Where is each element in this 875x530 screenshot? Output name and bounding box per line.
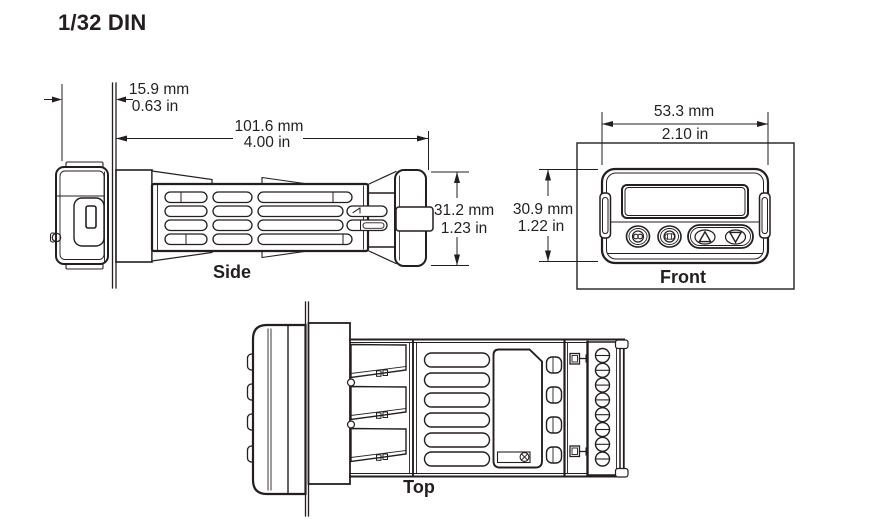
arrowhead-up-icon xyxy=(454,172,460,183)
top-bezel xyxy=(246,323,307,496)
arrowhead-down-icon xyxy=(454,254,460,266)
arrowhead-down-icon xyxy=(545,250,551,262)
top-view-label: Top xyxy=(403,477,435,497)
up-arrow-icon xyxy=(698,230,712,243)
down-arrow-icon xyxy=(728,231,743,244)
clamp-screw-top xyxy=(569,352,590,365)
dim-front-width xyxy=(601,112,769,165)
side-bezel xyxy=(49,161,109,270)
front-view xyxy=(576,142,795,290)
screw-terminals xyxy=(594,347,611,467)
advance-key xyxy=(657,225,682,248)
dim-rear-height-in: 1.23 in xyxy=(441,220,488,237)
dim-body-length-mm: 101.6 mm xyxy=(235,118,304,135)
top-vent-slots xyxy=(423,352,491,467)
page-title: 1/32 DIN xyxy=(58,10,146,35)
infinity-key-icon xyxy=(633,233,643,240)
side-view-label: Side xyxy=(213,262,251,282)
dim-front-height xyxy=(539,169,598,262)
up-arrow-key xyxy=(694,229,716,245)
side-dimensions xyxy=(44,84,469,266)
mounting-tab-top xyxy=(151,170,213,185)
dim-rear-height xyxy=(431,171,469,266)
dim-bezel-depth-in: 0.63 in xyxy=(132,98,179,115)
label-plate xyxy=(492,348,543,469)
arrowhead-up-icon xyxy=(545,169,551,181)
side-rear-flange xyxy=(115,169,153,263)
infinity-key xyxy=(625,225,651,248)
dim-rear-height-mm: 31.2 mm xyxy=(434,202,494,219)
dim-body-length xyxy=(116,131,429,170)
side-screw-icon xyxy=(49,232,57,243)
front-dimensions xyxy=(539,112,769,262)
arrowhead-right-icon xyxy=(417,135,428,142)
mounting-clip-right xyxy=(758,192,771,239)
dim-front-height-mm: 30.9 mm xyxy=(513,201,573,218)
retention-hooks xyxy=(545,356,563,464)
dim-bezel-depth xyxy=(44,84,133,161)
mounting-tab-bottom xyxy=(151,250,213,262)
rear-terminal-tab xyxy=(395,206,434,232)
front-view-label: Front xyxy=(660,267,706,287)
side-rear-cap xyxy=(367,169,434,267)
arrowhead-left-icon xyxy=(116,96,126,103)
dim-front-width-in: 2.10 in xyxy=(662,126,709,143)
display-window xyxy=(621,184,749,219)
down-arrow-key xyxy=(724,229,747,245)
ground-screw-icon xyxy=(519,452,530,462)
side-body xyxy=(150,176,370,259)
side-key-bump xyxy=(73,197,105,247)
dim-body-length-in: 4.00 in xyxy=(244,134,291,151)
mounting-fingers xyxy=(346,340,417,476)
dim-front-width-mm: 53.3 mm xyxy=(654,103,714,120)
clamp-screw-bottom xyxy=(569,445,590,458)
dim-front-height-in: 1.22 in xyxy=(518,218,565,235)
mounting-clip-left xyxy=(599,192,612,239)
arrowhead-left-icon xyxy=(602,121,613,127)
terminal-block xyxy=(586,339,629,478)
top-view xyxy=(246,301,629,517)
arrowhead-right-icon xyxy=(757,121,768,127)
front-panel-cutout xyxy=(576,142,795,290)
arrowhead-left-icon xyxy=(116,135,127,142)
side-view xyxy=(49,82,434,289)
dim-bezel-depth-mm: 15.9 mm xyxy=(129,81,189,98)
top-rear-flange xyxy=(307,322,351,485)
side-vent-slots xyxy=(164,191,388,246)
arrowhead-right-icon xyxy=(52,96,62,103)
advance-key-icon xyxy=(664,233,675,240)
arrow-keys-pill xyxy=(687,224,754,249)
